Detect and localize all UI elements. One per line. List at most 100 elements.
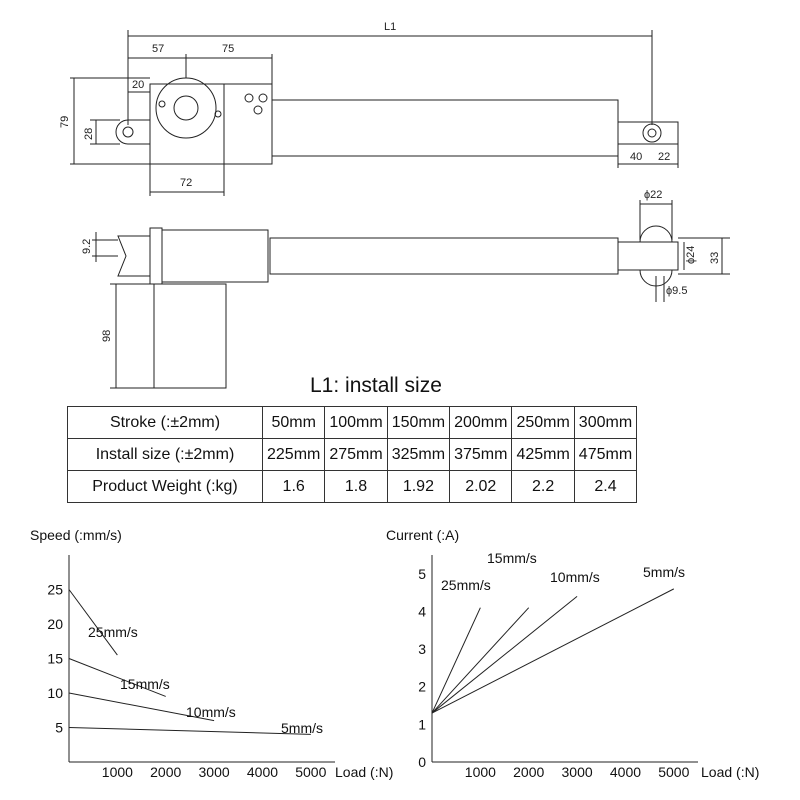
dim-9-2: 9.2 <box>81 239 93 254</box>
x-tick-label: 4000 <box>610 764 641 780</box>
side-motor-cap <box>149 227 163 285</box>
side-rear-clevis <box>117 235 150 277</box>
table-cell: 1.8 <box>324 470 388 503</box>
x-tick-label: 1000 <box>102 764 133 780</box>
top-inner-rod <box>617 121 679 145</box>
table-cell: 150mm <box>386 406 451 439</box>
y-tick-label: 25 <box>47 582 63 598</box>
install-size-title: L1: install size <box>310 374 442 397</box>
dim-57: 57 <box>152 43 164 55</box>
rear-clevis <box>115 119 150 145</box>
top-gearbox <box>223 83 273 165</box>
dim-28: 28 <box>83 128 95 140</box>
x-axis-label: Load (:N) <box>701 764 759 780</box>
series-label: 25mm/s <box>88 624 138 640</box>
x-axis-label: Load (:N) <box>335 764 393 780</box>
table-row: Stroke (:±2mm) 50mm 100mm 150mm 200mm 25… <box>67 406 638 439</box>
x-tick-label: 2000 <box>150 764 181 780</box>
table-cell: 2.2 <box>511 470 575 503</box>
x-tick-label: 2000 <box>513 764 544 780</box>
dim-40: 40 <box>630 151 642 163</box>
series-line <box>431 588 675 714</box>
series-line <box>68 589 118 656</box>
row-label: Stroke (:±2mm) <box>67 406 263 439</box>
top-screw-2 <box>214 110 222 118</box>
side-motor <box>153 283 227 389</box>
side-gearbox <box>161 229 269 283</box>
top-outer-tube <box>271 99 619 157</box>
y-tick-label: 10 <box>47 685 63 701</box>
side-outer-tube <box>269 237 619 275</box>
table-row: Product Weight (:kg) 1.6 1.8 1.92 2.02 2… <box>67 470 638 503</box>
table-cell: 1.6 <box>261 470 326 503</box>
dim-79: 79 <box>59 116 71 128</box>
top-gear-circle <box>155 77 217 139</box>
series-line <box>431 607 530 714</box>
x-tick-label: 5000 <box>658 764 689 780</box>
front-rod-eye <box>642 123 662 143</box>
y-tick-label: 5 <box>55 720 63 736</box>
x-tick-label: 5000 <box>295 764 326 780</box>
table-cell: 425mm <box>511 438 575 471</box>
top-screw-3 <box>244 93 254 103</box>
table-cell: 300mm <box>573 406 638 439</box>
series-line <box>68 658 166 697</box>
x-tick-label: 3000 <box>562 764 593 780</box>
y-tick-label: 20 <box>47 616 63 632</box>
series-label: 15mm/s <box>120 676 170 692</box>
series-label: 5mm/s <box>281 720 323 736</box>
side-inner-rod <box>617 241 679 271</box>
series-label: 25mm/s <box>441 577 491 593</box>
table-cell: 325mm <box>386 438 451 471</box>
table-cell: 2.02 <box>449 470 513 503</box>
y-tick-label: 3 <box>418 641 426 657</box>
dim-L1: L1 <box>384 21 396 33</box>
y-tick-label: 2 <box>418 679 426 695</box>
rear-clevis-hole <box>122 126 134 138</box>
series-line <box>68 727 311 735</box>
series-line <box>68 692 215 722</box>
series-label: 10mm/s <box>186 704 236 720</box>
dim-75: 75 <box>222 43 234 55</box>
y-tick-label: 15 <box>47 651 63 667</box>
dim-20: 20 <box>132 79 144 91</box>
table-cell: 475mm <box>573 438 638 471</box>
dim-phi24: ϕ24 <box>685 246 697 264</box>
table-cell: 250mm <box>511 406 575 439</box>
y-axis-label: Current (:A) <box>386 527 459 543</box>
front-rod-eye-hole <box>647 128 657 138</box>
table-row: Install size (:±2mm) 225mm 275mm 325mm 3… <box>67 438 638 471</box>
y-tick-label: 4 <box>418 603 426 619</box>
dim-phi22: ϕ22 <box>644 189 662 201</box>
dim-72: 72 <box>180 177 192 189</box>
series-label: 5mm/s <box>643 564 685 580</box>
spec-table: Stroke (:±2mm) 50mm 100mm 150mm 200mm 25… <box>67 406 638 503</box>
top-screw-5 <box>253 105 263 115</box>
dim-22: 22 <box>658 151 670 163</box>
series-line <box>431 596 578 714</box>
x-tick-label: 1000 <box>465 764 496 780</box>
table-cell: 375mm <box>449 438 513 471</box>
dim-98: 98 <box>101 330 113 342</box>
table-cell: 200mm <box>449 406 513 439</box>
dim-phi9-5: ϕ9.5 <box>666 285 687 297</box>
y-tick-label: 5 <box>418 566 426 582</box>
y-tick-label: 1 <box>418 716 426 732</box>
table-cell: 1.92 <box>386 470 451 503</box>
table-cell: 50mm <box>261 406 326 439</box>
top-screw-1 <box>158 100 166 108</box>
table-cell: 2.4 <box>573 470 638 503</box>
table-cell: 275mm <box>324 438 388 471</box>
series-label: 15mm/s <box>487 550 537 566</box>
table-cell: 225mm <box>261 438 326 471</box>
x-tick-label: 3000 <box>199 764 230 780</box>
table-cell: 100mm <box>324 406 388 439</box>
x-tick-label: 4000 <box>247 764 278 780</box>
series-label: 10mm/s <box>550 569 600 585</box>
y-axis-label: Speed (:mm/s) <box>30 527 122 543</box>
top-screw-4 <box>258 93 268 103</box>
y-tick-label: 0 <box>418 754 426 770</box>
top-gear-hole <box>173 95 199 121</box>
row-label: Install size (:±2mm) <box>67 438 263 471</box>
dim-33: 33 <box>709 252 721 264</box>
